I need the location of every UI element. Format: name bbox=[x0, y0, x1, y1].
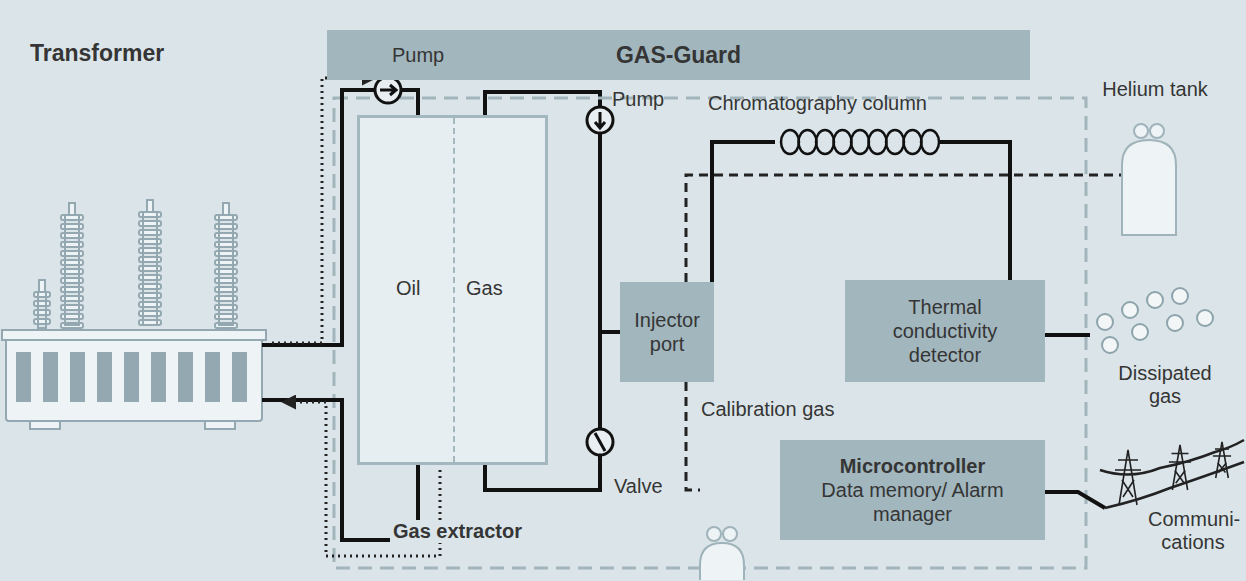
gas-extractor-box: Oil Gas bbox=[357, 115, 548, 465]
part-label: Calibration gas bbox=[698, 398, 837, 421]
part-label: Dissipated gas bbox=[1110, 362, 1220, 408]
calibration-cylinder bbox=[700, 527, 744, 580]
part-label: Transformer bbox=[30, 42, 164, 65]
oil-gas-membrane bbox=[453, 118, 455, 462]
gas-bubbles bbox=[461, 231, 1213, 429]
component-box: Thermal conductivity detector bbox=[845, 280, 1045, 382]
node-title: Oil bbox=[394, 276, 422, 300]
component-box: Injector port bbox=[620, 282, 714, 382]
node-title: Microcontroller bbox=[840, 454, 986, 478]
part-label: Communi- cations bbox=[1148, 508, 1238, 554]
power-line-towers bbox=[1100, 440, 1244, 508]
part-label: Helium tank bbox=[1100, 78, 1210, 101]
part-label: Gas extractor bbox=[390, 520, 525, 543]
part-label: Valve bbox=[614, 475, 663, 498]
part-label: Pump bbox=[612, 88, 664, 111]
component-box: MicrocontrollerData memory/ Alarm manage… bbox=[780, 440, 1045, 540]
coil-symbol bbox=[775, 128, 940, 156]
node-title: Injector port bbox=[627, 308, 707, 356]
node-title: GAS-Guard bbox=[616, 43, 741, 67]
node-body: Gas bbox=[464, 276, 505, 300]
transformer-illustration bbox=[2, 200, 266, 429]
pipe-connector bbox=[712, 142, 1010, 282]
helium-cylinder bbox=[1122, 124, 1176, 235]
oil-pipes bbox=[262, 90, 1105, 540]
part-label: Pump bbox=[392, 44, 444, 67]
housing-outline bbox=[334, 98, 1086, 568]
node-title: Thermal conductivity detector bbox=[880, 295, 1010, 367]
valve-symbol bbox=[587, 429, 613, 455]
exhaust-line bbox=[1045, 333, 1090, 337]
node-body: Data memory/ Alarm manager bbox=[818, 478, 1008, 526]
edge-label: Chromatography column bbox=[708, 92, 927, 115]
comm-line bbox=[1045, 492, 1105, 508]
